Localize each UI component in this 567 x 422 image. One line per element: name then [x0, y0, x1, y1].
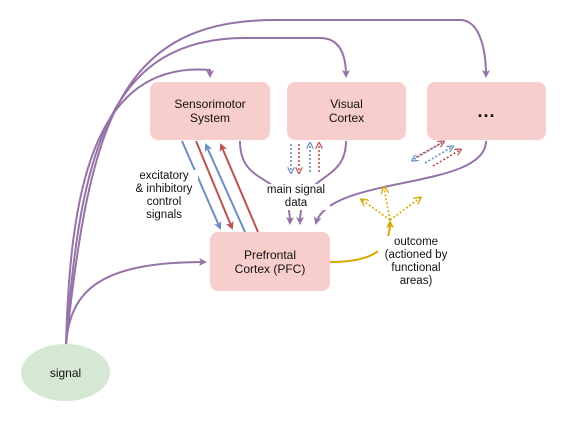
outcome-line4: areas) — [399, 275, 433, 287]
edge-more-dotted-red-2 — [432, 150, 460, 167]
edge-more-dotted-blue-1 — [413, 143, 441, 160]
outcome-label: outcome (actioned by functional areas) — [378, 236, 454, 288]
outcome-line3: functional — [391, 262, 441, 274]
edge-outcome-dotted-left — [362, 200, 391, 221]
sensorimotor-line2: System — [189, 111, 230, 125]
edge-signal-to-more — [65, 18, 490, 346]
edge-outcome-dotted-up — [384, 188, 391, 221]
more-areas-node[interactable]: ... — [427, 82, 546, 140]
main-signal-line1: main signal — [266, 184, 326, 196]
edge-signal-to-pfc — [65, 258, 207, 346]
main-signal-data-label: main signal data — [262, 184, 330, 210]
outcome-line1: outcome — [393, 236, 439, 248]
edge-control-red-up — [219, 143, 259, 233]
outcome-line2: (actioned by — [384, 249, 448, 261]
edge-signal-to-sensorimotor — [65, 68, 214, 346]
edge-outcome-dotted-right — [389, 198, 420, 221]
visual-line1: Visual — [330, 97, 363, 111]
visual-cortex-node[interactable]: Visual Cortex — [287, 82, 406, 140]
pfc-line2: Cortex (PFC) — [234, 261, 306, 276]
edge-sensorimotor-to-pfc-data — [239, 140, 294, 225]
edge-control-blue-up — [204, 143, 246, 233]
edge-control-blue-down — [181, 140, 222, 230]
edge-signal-to-visual — [65, 36, 350, 346]
signal-node[interactable]: signal — [21, 344, 110, 401]
control-signals-label: excitatory & inhibitory control signals — [130, 170, 198, 222]
prefrontal-cortex-node[interactable]: Prefrontal Cortex (PFC) — [210, 232, 330, 291]
visual-line2: Cortex — [328, 111, 365, 125]
main-signal-line2: data — [284, 197, 308, 209]
sensorimotor-system-node[interactable]: Sensorimotor System — [150, 82, 270, 140]
signal-label: signal — [49, 365, 82, 380]
sensorimotor-line1: Sensorimotor — [174, 97, 246, 111]
control-label-line1: excitatory — [139, 170, 189, 182]
ellipsis-text: ... — [477, 101, 496, 121]
edge-more-dotted-red-1 — [415, 142, 443, 158]
edge-more-to-pfc-data — [313, 140, 487, 225]
edge-control-red-down — [195, 140, 234, 230]
control-label-line2: & inhibitory — [135, 183, 193, 195]
pfc-line1: Prefrontal — [243, 247, 296, 262]
control-label-line3: control — [146, 196, 182, 208]
edge-more-dotted-blue-2 — [424, 147, 452, 164]
control-label-line4: signals — [146, 209, 182, 221]
